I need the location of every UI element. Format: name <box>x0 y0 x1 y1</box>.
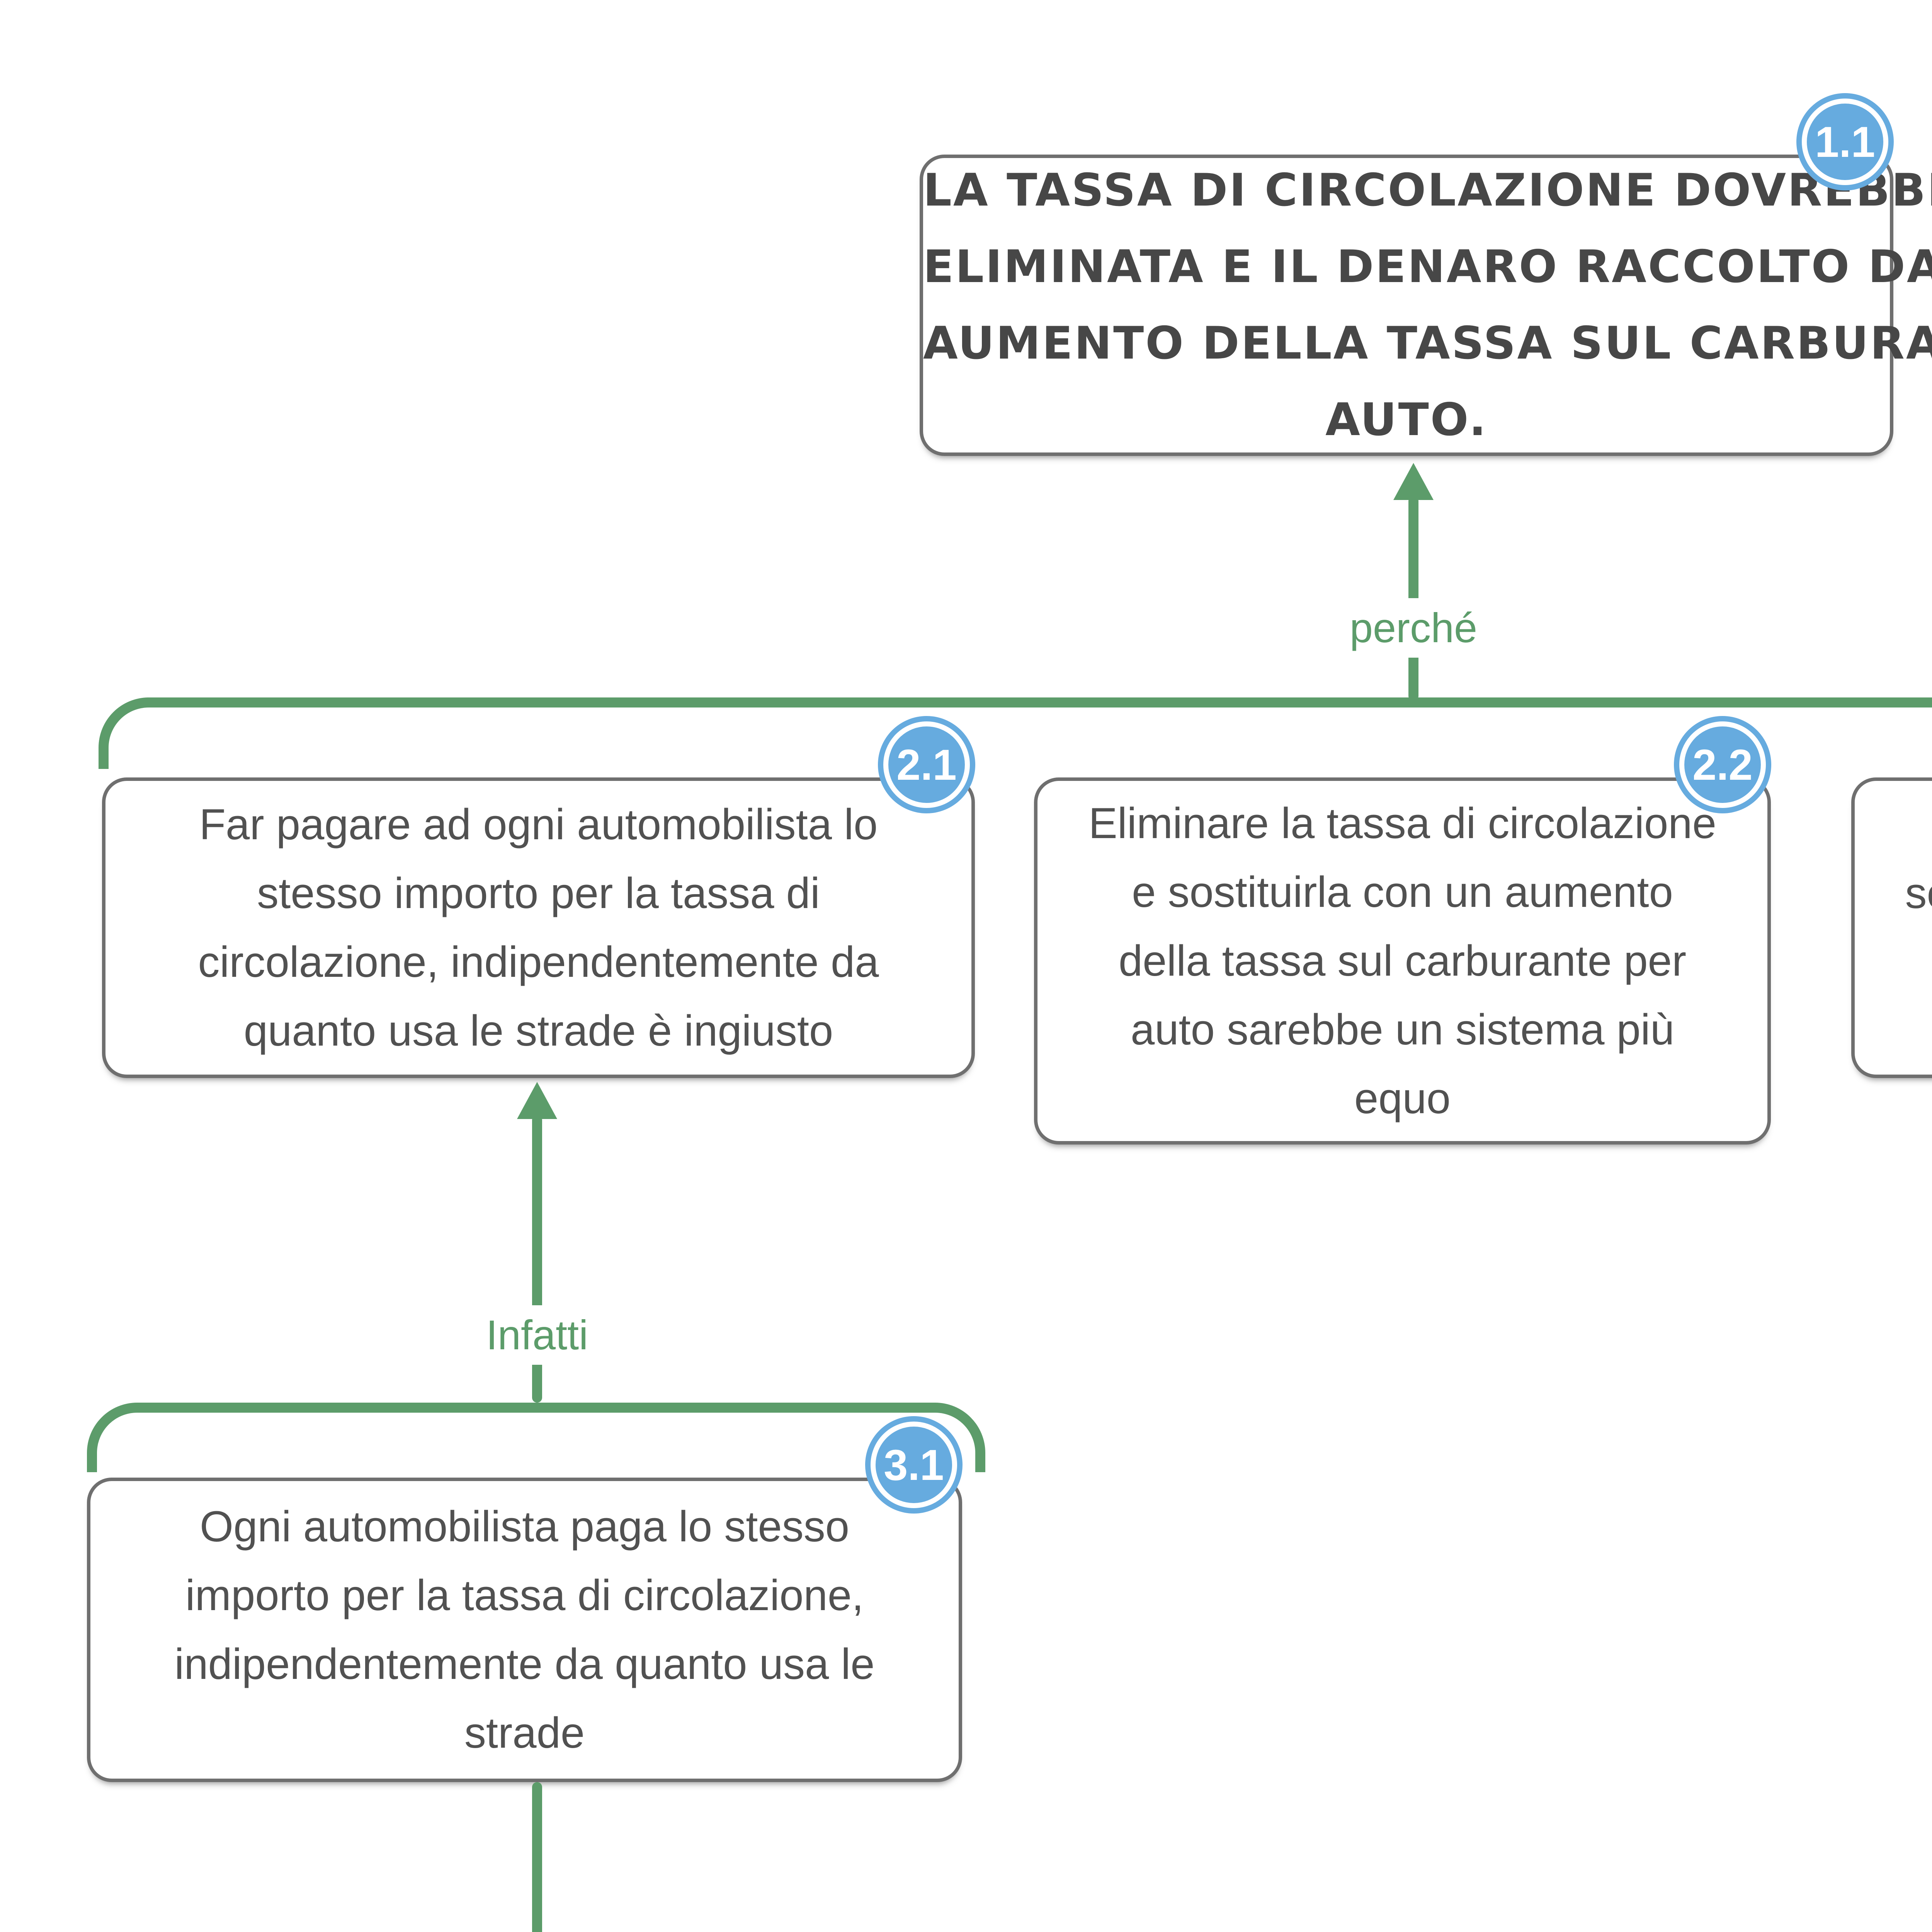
arrow-up-icon <box>1393 463 1434 500</box>
connector-line-per-esempio <box>532 1782 542 1932</box>
bracket-reasons-row2 <box>99 697 1932 769</box>
badge-number: 2.1 <box>896 740 957 789</box>
node-text: La tassa di circolazione dovrebbe essere… <box>923 164 1932 446</box>
node-badge-2-2: 2.2 <box>1674 716 1771 813</box>
bracket-reasons-row3 <box>87 1403 985 1472</box>
node-text: Eliminare la tassa di circolazione esost… <box>1905 869 1932 917</box>
node-badge-1-1: 1.1 <box>1796 93 1894 190</box>
node-badge-2-1: 2.1 <box>878 716 975 813</box>
claim-node-1-1[interactable]: 1.1 La tassa di circolazione dovrebbe es… <box>920 93 1932 456</box>
badge-number: 2.2 <box>1692 740 1753 789</box>
node-badge-3-1: 3.1 <box>865 1416 963 1514</box>
arrow-up-icon <box>517 1082 557 1119</box>
reason-node-2-3[interactable]: 2.3 Eliminare la tassa di circolazione e… <box>1851 777 1932 1078</box>
relation-label-perche: perché <box>1339 598 1488 658</box>
badge-number: 1.1 <box>1815 117 1875 166</box>
badge-number: 3.1 <box>884 1440 944 1489</box>
relation-label-infatti: Infatti <box>476 1305 599 1365</box>
